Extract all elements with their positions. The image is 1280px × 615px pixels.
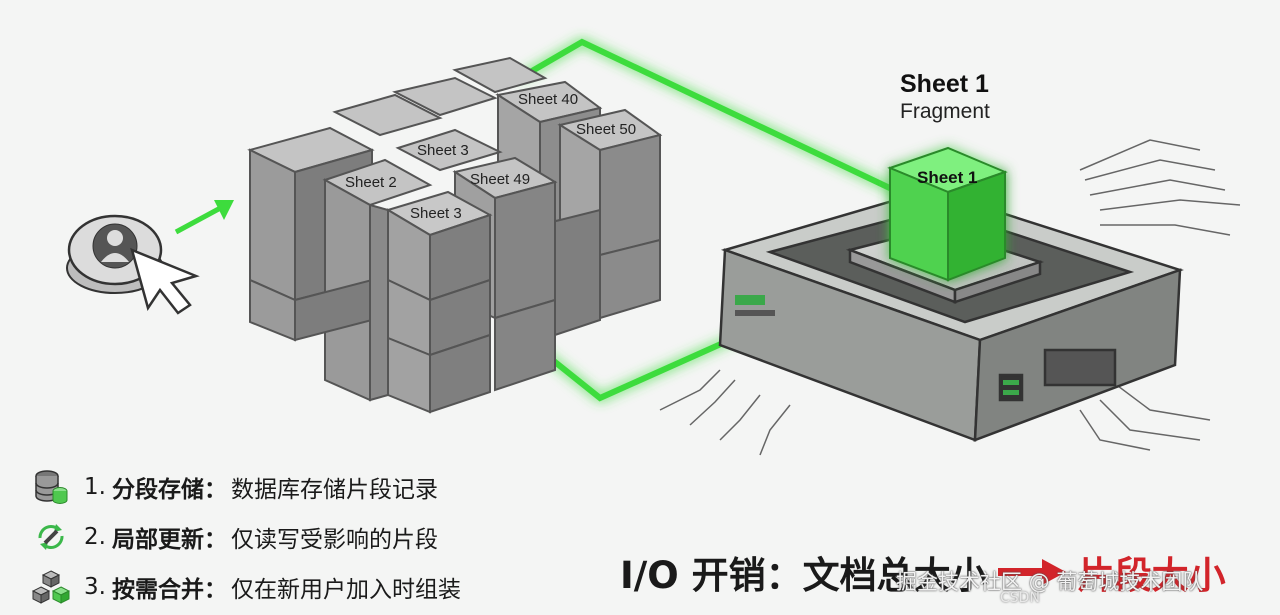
list-item: 3. 按需合并： 仅在新用户加入时组装 (32, 562, 461, 612)
feature-list: 1. 分段存储： 数据库存储片段记录 2. 局部更新： 仅读写受影响的片段 3.… (32, 462, 461, 612)
watermark: 掘金技术社区 @ 葡萄城技术团队 (896, 570, 1204, 594)
list-description: 仅在新用户加入时组装 (230, 577, 461, 603)
cubes-merge-icon (32, 570, 70, 604)
sheet-1-fragment-cube (887, 146, 1008, 282)
list-number: 3. (84, 574, 106, 600)
cube-label-sheet-40: Sheet 40 (518, 91, 578, 108)
list-number: 2. (84, 524, 106, 550)
list-description: 仅读写受影响的片段 (230, 527, 438, 553)
list-description: 数据库存储片段记录 (230, 477, 438, 503)
watermark-sub: CSDN (1000, 590, 1040, 606)
cube-label-sheet-49: Sheet 49 (470, 171, 530, 188)
cube-label-sheet-3-front: Sheet 3 (410, 205, 462, 222)
io-prefix: I/O 开销： (620, 554, 803, 597)
cube-stack-back (247, 56, 663, 402)
list-item: 2. 局部更新： 仅读写受影响的片段 (32, 512, 461, 562)
database-icon (35, 470, 68, 504)
io-to: 片段大小 (1077, 554, 1226, 597)
list-number: 1. (84, 474, 106, 500)
cube-label-sheet-2: Sheet 2 (345, 174, 397, 191)
fragment-title: Sheet 1 (900, 70, 989, 98)
user-cursor-icon (66, 200, 234, 315)
cube-label-sheet-50: Sheet 50 (576, 121, 636, 138)
circuit-traces (659, 139, 1241, 456)
io-from: 文档总大小 (802, 554, 988, 597)
list-heading: 按需合并： (111, 577, 227, 603)
fragment-subtitle: Fragment (900, 100, 990, 123)
list-heading: 局部更新： (111, 527, 227, 553)
list-item: 1. 分段存储： 数据库存储片段记录 (32, 462, 461, 512)
refresh-icon (38, 524, 64, 550)
cube-label-sheet-3-top: Sheet 3 (417, 142, 469, 159)
cube-stack-front (369, 190, 493, 414)
cube-labels: Sheet 40 Sheet 50 Sheet 3 Sheet 49 Sheet… (345, 91, 636, 222)
list-heading: 分段存储： (111, 477, 227, 503)
io-cost-statement: I/O 开销： 文档总大小 片段大小 (620, 545, 1226, 599)
fragment-cube-label: Sheet 1 (917, 168, 977, 187)
arrow-right-icon (997, 559, 1066, 585)
